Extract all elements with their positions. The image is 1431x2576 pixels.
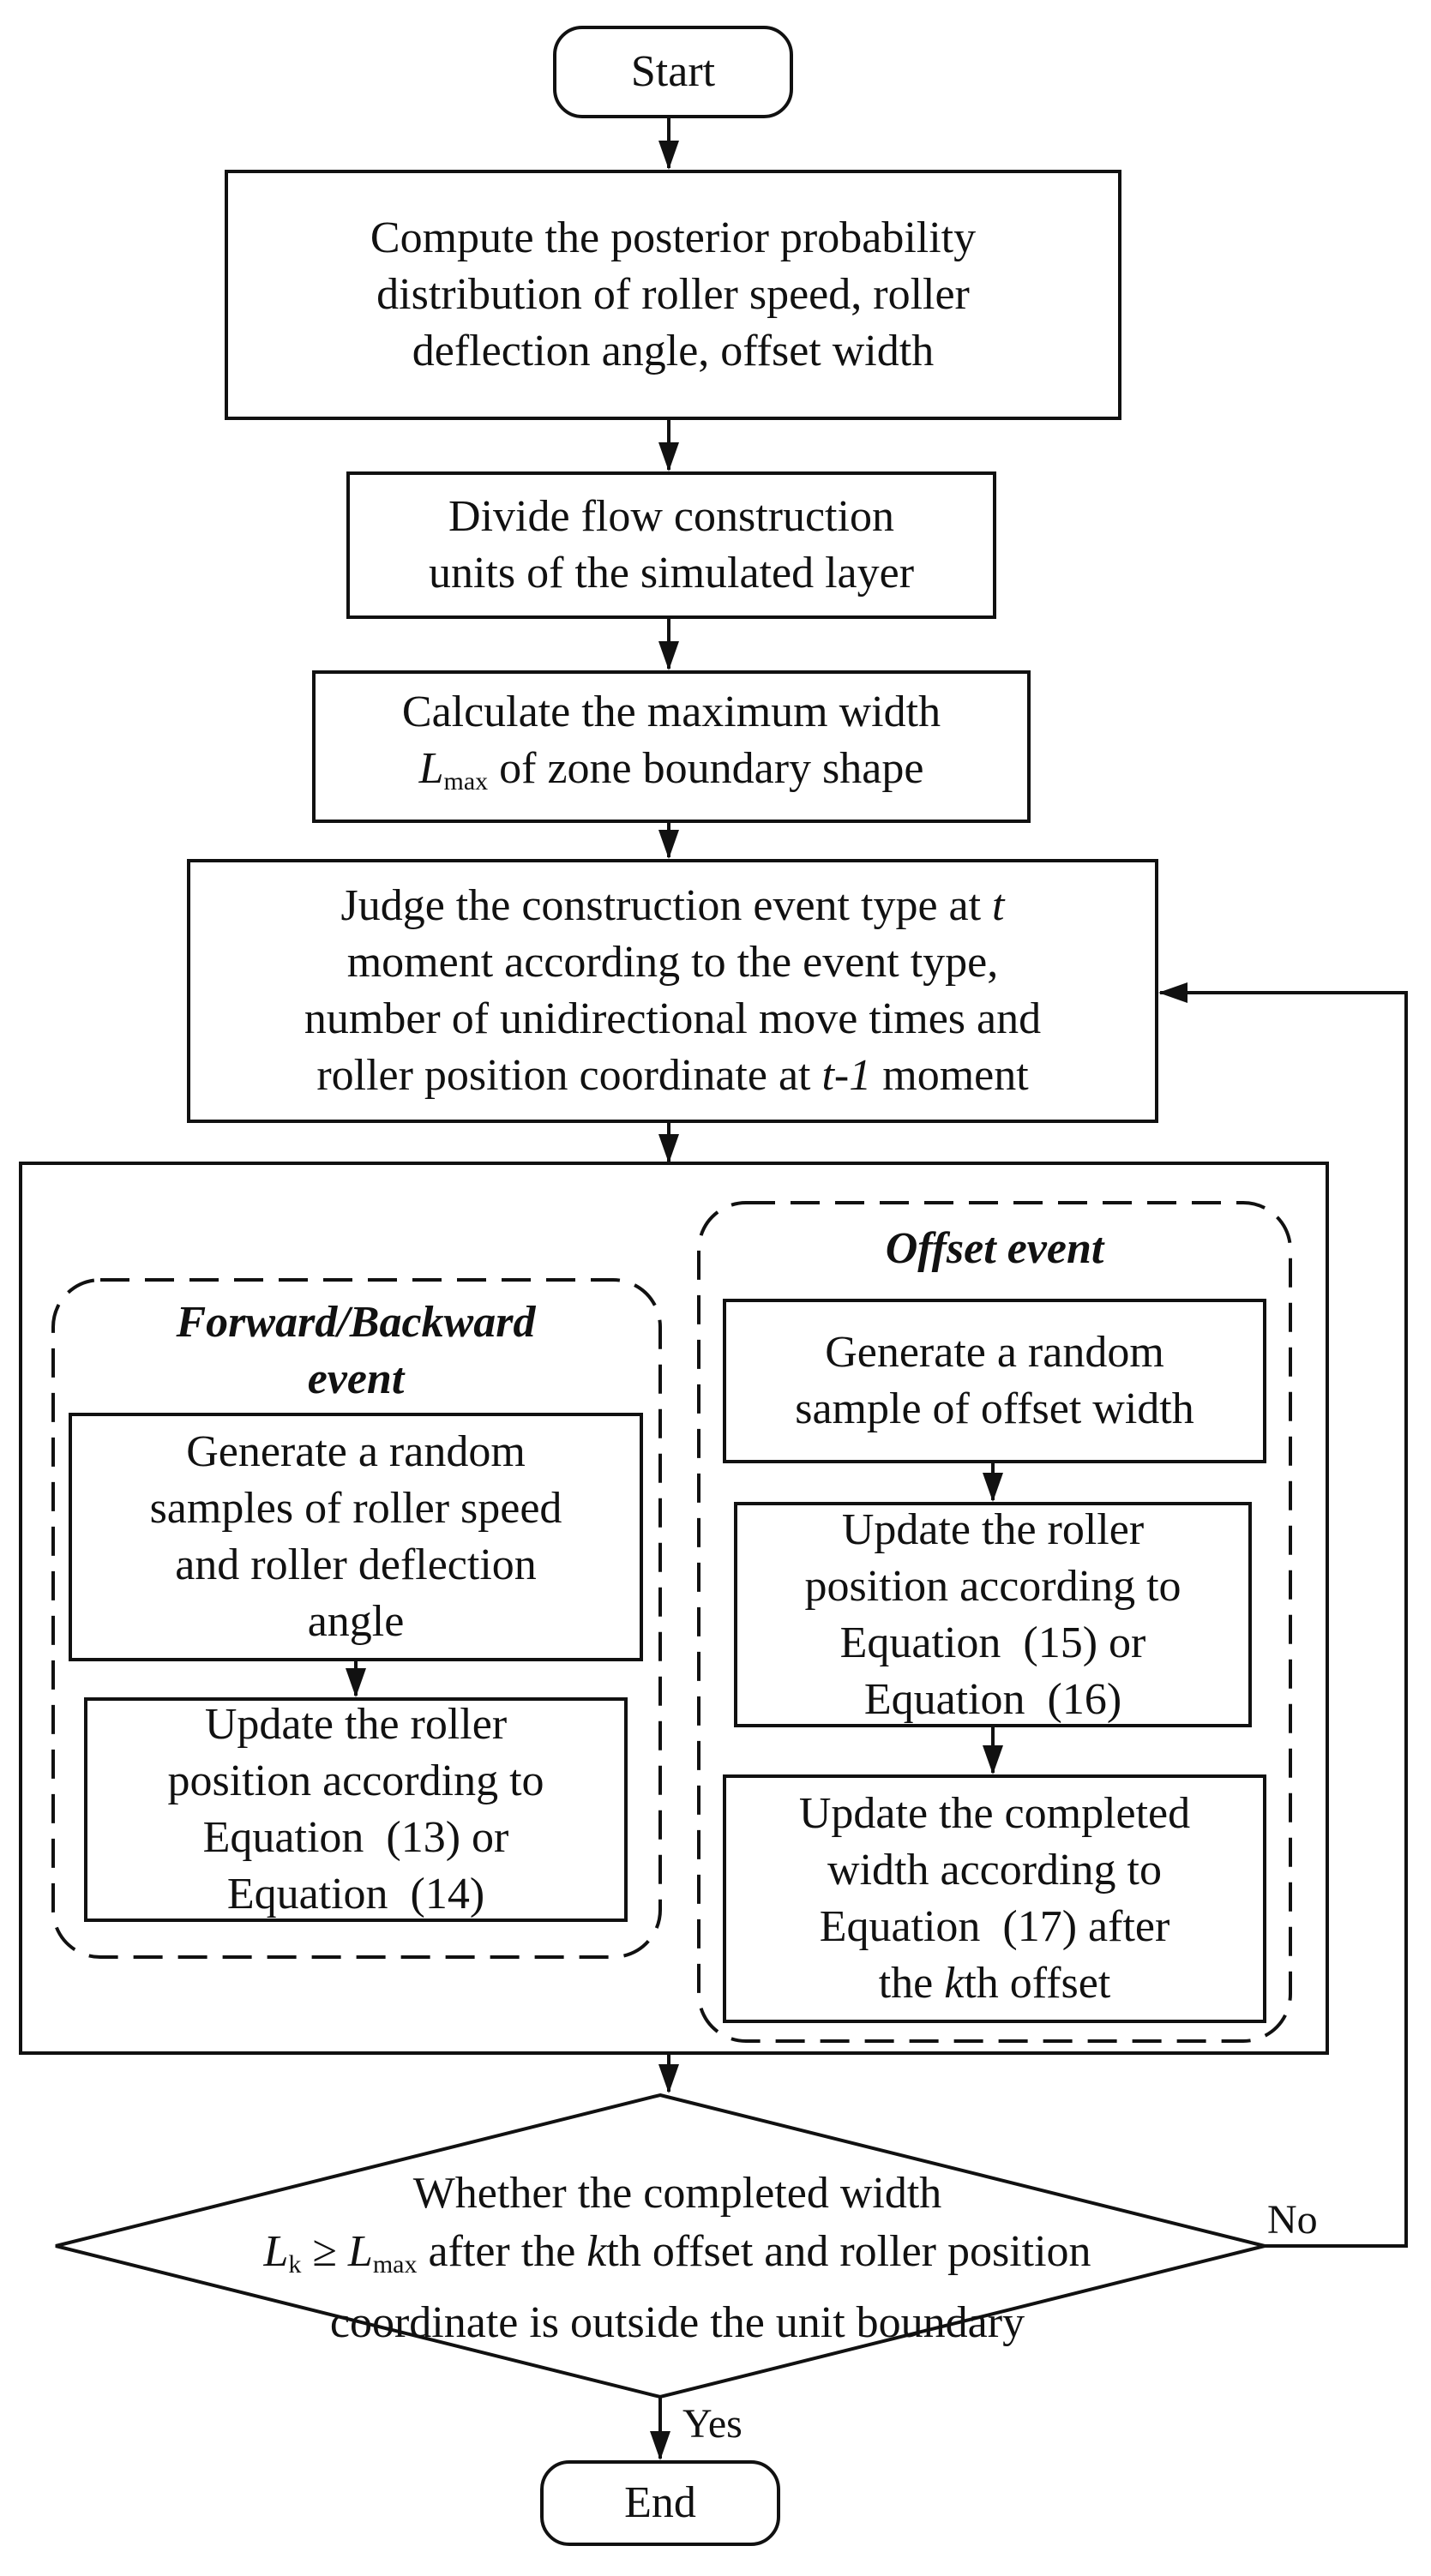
fwd-box2-line-4: Equation (14) <box>226 1870 485 1918</box>
forward-backward-title: Forward/Backward event <box>69 1294 643 1408</box>
off-box1-line-2: sample of offset width <box>795 1384 1194 1433</box>
decision-line-1: Whether the completed width <box>412 2169 942 2218</box>
step4-var-t-minus-1: t-1 <box>821 1051 872 1100</box>
events-container <box>19 1162 1329 2055</box>
forward-title-line-2: event <box>307 1354 405 1403</box>
decision-sub-k: k <box>288 2250 302 2279</box>
offset-event-title: Offset event <box>712 1221 1278 1277</box>
off-box3-line-4: the kth offset <box>799 1955 1190 2012</box>
off-box2-line-3: Equation (15) or <box>839 1618 1146 1667</box>
step4-line-1-text: Judge the construction event type at <box>340 881 993 930</box>
decision-line-3: coordinate is outside the unit boundary <box>329 2298 1025 2347</box>
decision-var-k: k <box>586 2227 607 2276</box>
step-divide-units: Divide flow construction units of the si… <box>346 471 996 619</box>
step3-line-1: Calculate the maximum width <box>401 687 941 736</box>
off-box1-line-1: Generate a random <box>825 1328 1164 1377</box>
offset-event-group <box>697 1201 1292 2043</box>
arrow-no-loopback <box>1158 982 1408 2248</box>
off-box2-line-2: position according to <box>804 1561 1181 1611</box>
off-box2-line-1: Update the roller <box>841 1504 1145 1554</box>
forward-update-position: Update the roller position according to … <box>84 1697 628 1922</box>
off-box3-line-3: Equation (17) after <box>819 1902 1170 1951</box>
off-box3-line-1: Update the completed <box>798 1789 1191 1838</box>
fwd-box2-line-1: Update the roller <box>204 1700 508 1749</box>
end-label: End <box>624 2478 696 2527</box>
fwd-box1-line-3: and roller deflection <box>175 1540 537 1589</box>
step3-line-2-rest: of zone boundary shape <box>488 743 924 793</box>
decision-var-L-max: L <box>347 2227 373 2276</box>
off-box3-line-4-post: th offset <box>964 1959 1111 2008</box>
step4-line-4-text: roller position coordinate at <box>316 1051 822 1100</box>
decision-diamond <box>55 2093 1266 2399</box>
step4-line-4: roller position coordinate at t-1 moment <box>304 1048 1041 1104</box>
offset-update-completed-width: Update the completed width according to … <box>723 1774 1266 2023</box>
start-node: Start <box>553 26 793 118</box>
decision-var-L-k: L <box>263 2227 289 2276</box>
fwd-box1-line-4: angle <box>307 1597 405 1646</box>
fwd-box2-line-3: Equation (13) or <box>202 1813 509 1862</box>
forward-backward-group <box>51 1278 662 1959</box>
step1-line-2: distribution of roller speed, roller <box>376 270 970 319</box>
end-node: End <box>540 2460 780 2546</box>
decision-sub-max: max <box>372 2250 418 2279</box>
label-yes: Yes <box>682 2401 743 2447</box>
step4-line-1: Judge the construction event type at t <box>304 878 1041 934</box>
step-judge-event-type: Judge the construction event type at t m… <box>187 859 1158 1123</box>
offset-generate-sample: Generate a random sample of offset width <box>723 1299 1266 1463</box>
offset-update-position: Update the roller position according to … <box>734 1502 1252 1727</box>
offset-title-text: Offset event <box>885 1224 1104 1273</box>
step4-line-4-post: moment <box>871 1051 1029 1100</box>
off-box3-line-2: width according to <box>827 1846 1162 1894</box>
forward-generate-samples: Generate a random samples of roller spee… <box>69 1413 643 1661</box>
step-compute-posterior: Compute the posterior probability distri… <box>225 170 1121 420</box>
step-calculate-max-width: Calculate the maximum width Lmax of zone… <box>312 670 1031 823</box>
step4-line-2: moment according to the event type, <box>346 938 999 987</box>
decision-operator: ≥ <box>301 2227 348 2276</box>
step3-var-L: L <box>418 743 444 793</box>
start-label: Start <box>630 47 716 96</box>
forward-title-line-1: Forward/Backward <box>176 1298 536 1347</box>
off-box2-line-4: Equation (16) <box>863 1674 1122 1724</box>
decision-text: Whether the completed width Lk ≥ Lmax af… <box>120 2165 1235 2352</box>
off-box3-line-4-pre: the <box>878 1959 945 2008</box>
fwd-box1-line-1: Generate a random <box>186 1427 526 1476</box>
decision-line-2-post: th offset and roller position <box>606 2227 1091 2276</box>
step3-sub-max: max <box>443 766 489 796</box>
fwd-box2-line-2: position according to <box>167 1756 544 1805</box>
step1-line-3: deflection angle, offset width <box>412 327 935 375</box>
step4-line-3: number of unidirectional move times and <box>304 994 1042 1043</box>
fwd-box1-line-2: samples of roller speed <box>149 1484 562 1533</box>
step4-var-t: t <box>992 881 1005 930</box>
decision-line-2-mid: after the <box>417 2227 587 2276</box>
step3-line-2: Lmax of zone boundary shape <box>402 741 941 810</box>
off-box3-var-k: k <box>944 1959 965 2008</box>
step2-line-2: units of the simulated layer <box>428 549 915 597</box>
label-no: No <box>1267 2197 1318 2243</box>
step1-line-1: Compute the posterior probability <box>370 213 977 262</box>
step2-line-1: Divide flow construction <box>448 492 894 541</box>
decision-line-2: Lk ≥ Lmax after the kth offset and rolle… <box>120 2223 1235 2294</box>
